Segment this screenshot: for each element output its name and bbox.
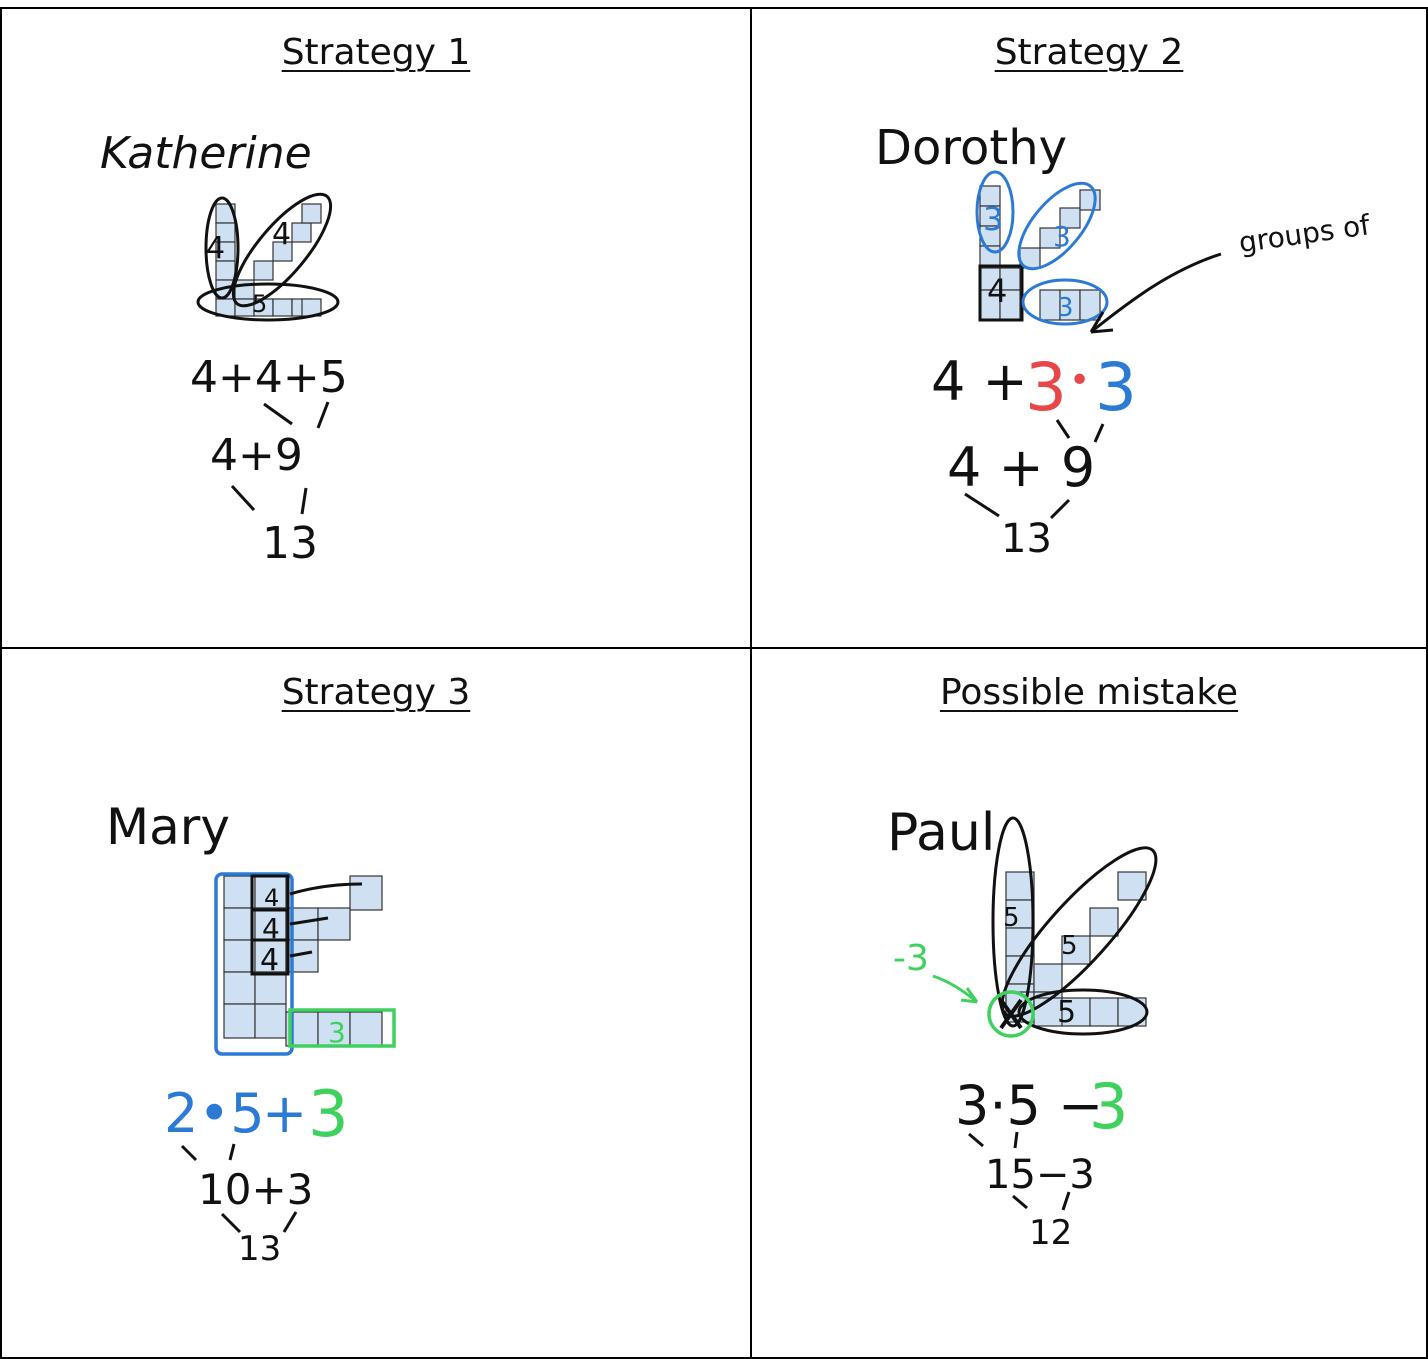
work-line-2: 10+3 [198,1165,313,1214]
branch-lines [230,401,330,515]
group-label: 5 [1003,903,1020,933]
branch-lines [964,419,1105,520]
work-line-2: 4 + 9 [947,436,1095,499]
work-line-1-b: + [262,1082,307,1145]
cell-strategy-2: Dorothy 3 3 4 3 groups of 4 + 3 • 3 4 + … [875,120,1373,562]
cell-possible-mistake: Paul 5 5 5 -3 3·5 − 3 15−3 12 [887,803,1158,1253]
branch-lines [968,1131,1071,1211]
group-label: 3 [1057,293,1074,323]
group-label: 5 [1061,931,1078,961]
group-label: 5 [252,290,267,318]
student-name: Katherine [100,128,312,179]
work-line-1-dot: • [1069,360,1090,401]
student-name: Paul [887,803,995,863]
work-line-1-b: 3 [1025,349,1067,426]
group-label: 4 [987,272,1007,310]
group-label: 3 [1053,220,1071,253]
cell-title-possible-mistake: Possible mistake [939,672,1239,713]
student-name: Dorothy [875,120,1067,176]
work-line-1-a: 2•5 [164,1082,265,1145]
branch-lines [180,1143,298,1234]
group-label: 3 [983,200,1003,238]
work-line-1-c: 3 [1089,1070,1128,1143]
work-result: 13 [1001,516,1052,562]
square-figure [215,203,322,317]
side-note: -3 [893,938,929,979]
work-line-2: 4+9 [210,430,303,481]
group-loops [991,816,1158,1036]
work-line-2: 15−3 [985,1152,1095,1198]
group-loops [975,170,1109,326]
group-loops [196,192,340,322]
mistake-circle [987,990,1035,1038]
work-result: 13 [262,518,318,569]
group-label: 4 [264,884,279,912]
group-label: 4 [206,231,225,266]
arrow-icon [1090,252,1222,334]
work-result: 12 [1029,1213,1072,1253]
group-label: 5 [1057,995,1076,1030]
arrow-icon [932,974,978,1004]
cell-title-strategy-2: Strategy 2 [994,32,1184,73]
square-figure [979,185,1101,321]
work-result: 13 [238,1229,281,1269]
cell-title-strategy-1: Strategy 1 [281,32,471,73]
work-line-1-c: 3 [308,1078,349,1152]
cell-title-strategy-3: Strategy 3 [281,672,471,713]
student-name: Mary [106,798,230,856]
cell-strategy-1: Katherine 4 4 5 4+4+5 4+9 13 [100,128,348,569]
work-line-1-a: 3·5 − [955,1074,1103,1137]
work-line-1-a: 4 + [931,350,1028,413]
cell-strategy-3: Mary 4 4 4 3 2•5 + 3 [106,798,396,1269]
group-label: 4 [262,912,280,945]
group-label: 4 [272,217,291,252]
work-line-1-c: 3 [1095,349,1137,426]
group-label: 3 [328,1016,346,1049]
work-line-1: 4+4+5 [190,352,348,403]
square-figure [223,875,383,1047]
annotation: groups of [1237,208,1373,259]
group-label: 4 [260,943,279,978]
